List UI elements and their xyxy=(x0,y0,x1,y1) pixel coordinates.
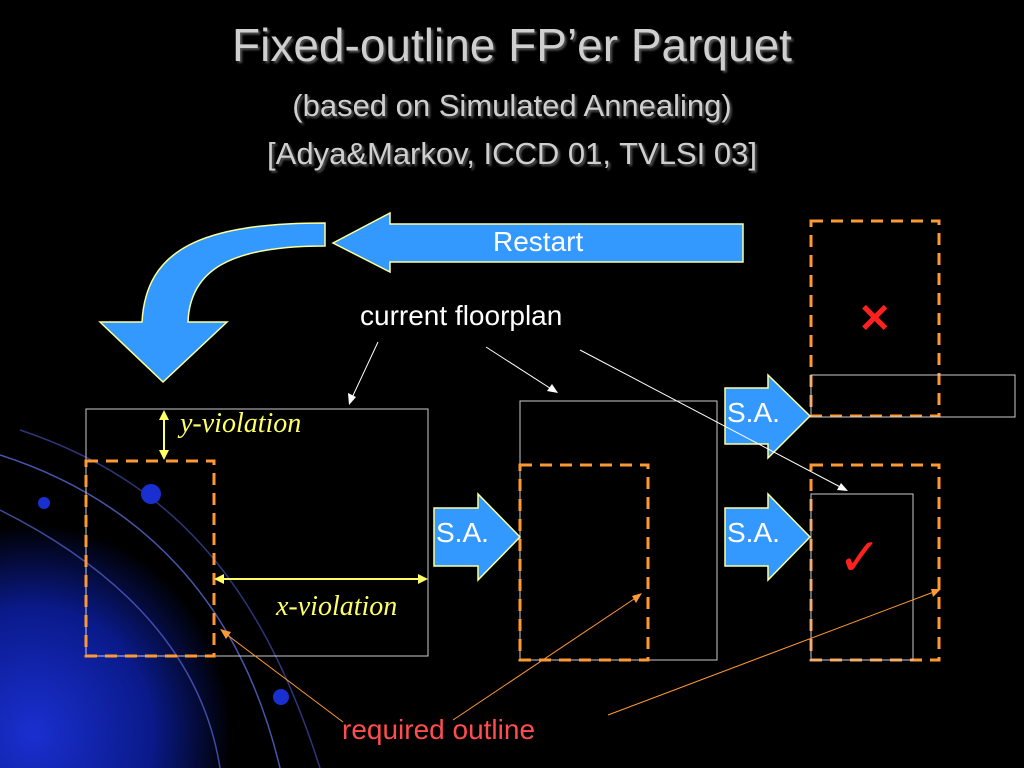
restart-label: Restart xyxy=(493,226,584,257)
background-curve-3 xyxy=(19,429,321,768)
required-outline-2 xyxy=(518,463,650,662)
background-curve-1 xyxy=(0,454,281,768)
slide-subtitle: (based on Simulated Annealing) xyxy=(292,88,732,123)
pointer-head-1 xyxy=(348,393,356,405)
check-icon: ✓ xyxy=(838,529,882,587)
y-violation-arrowhead-bottom xyxy=(159,450,169,460)
outline-pointer-2 xyxy=(452,594,641,721)
floorplan-box-3 xyxy=(810,374,1016,418)
sa-label-2: S.A. xyxy=(727,517,780,548)
outline-pointer-head-1 xyxy=(220,629,231,639)
cross-icon: ✕ xyxy=(858,297,892,341)
x-violation-label: x-violation xyxy=(276,591,398,622)
pointer-head-2 xyxy=(547,384,558,393)
pointer-line-3 xyxy=(579,349,847,491)
required-outline-label: required outline xyxy=(342,714,536,745)
required-outline-3 xyxy=(809,219,941,418)
outline-pointer-head-2 xyxy=(632,593,642,603)
x-violation-arrowhead-left xyxy=(214,574,224,584)
sa-label-1: S.A. xyxy=(436,517,489,548)
outline-pointer-head-3 xyxy=(931,589,941,597)
floorplan-box-4 xyxy=(810,493,914,661)
y-violation-label: y-violation xyxy=(180,408,302,439)
pointer-head-3 xyxy=(837,483,848,491)
sa-arrow-2 xyxy=(724,492,812,582)
background-dot-1 xyxy=(141,484,161,504)
slide-title: Fixed-outline FP’er Parquet xyxy=(232,19,792,71)
outline-pointer-1 xyxy=(221,630,344,723)
background-dot-3 xyxy=(273,689,289,705)
restart-arrow xyxy=(331,211,744,274)
outline-pointer-3 xyxy=(607,589,940,716)
floorplan-box-2 xyxy=(519,400,718,661)
pointer-line-1 xyxy=(349,341,379,403)
background-dot-2 xyxy=(38,497,50,509)
slide-citation: [Adya&Markov, ICCD 01, TVLSI 03] xyxy=(267,136,757,171)
background-curve-2 xyxy=(0,509,221,768)
floorplan-box-1 xyxy=(85,408,429,657)
curved-down-arrow xyxy=(98,222,326,384)
x-violation-arrowhead-right xyxy=(418,574,428,584)
pointer-line-2 xyxy=(485,346,557,393)
sa-arrow-1 xyxy=(433,492,522,582)
current-floorplan-label: current floorplan xyxy=(360,300,563,331)
y-violation-arrowhead-top xyxy=(159,410,169,420)
required-outline-1 xyxy=(84,459,216,658)
background-swoosh xyxy=(0,420,330,768)
sa-label-3: S.A. xyxy=(727,397,780,428)
